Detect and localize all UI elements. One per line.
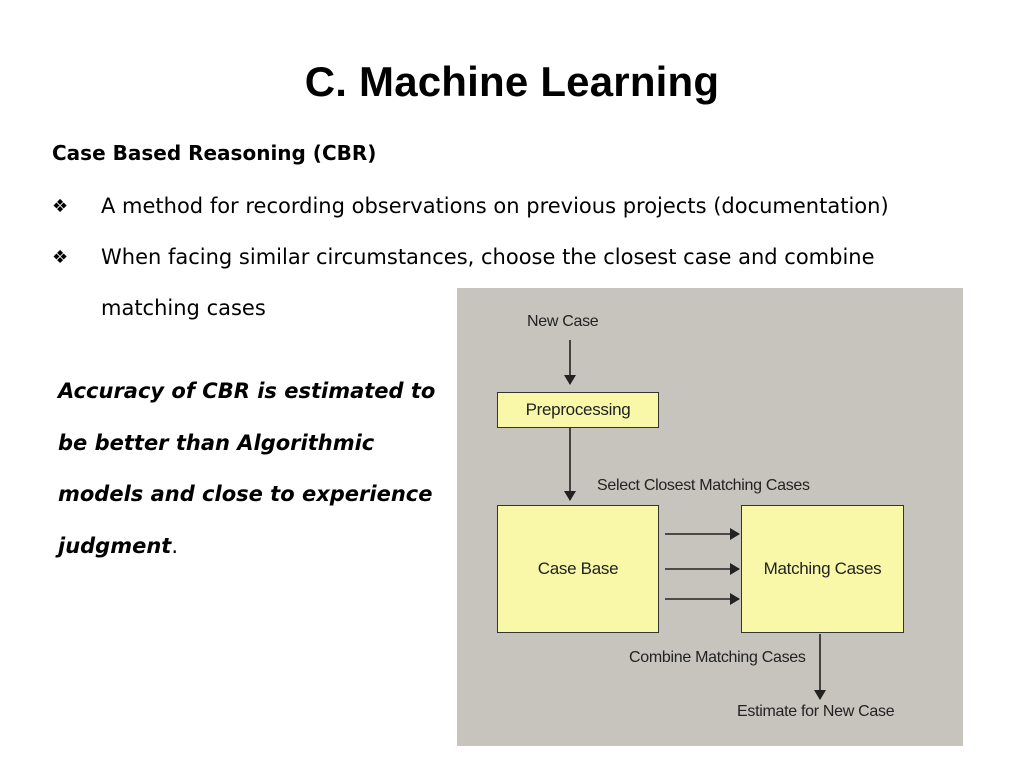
diamond-cluster-bullet-icon: ❖ — [52, 196, 69, 217]
accuracy-period: . — [171, 533, 179, 558]
diamond-cluster-bullet-icon: ❖ — [52, 247, 69, 268]
select-closest-label: Select Closest Matching Cases — [597, 477, 810, 494]
bullet-text: A method for recording observations on p… — [101, 194, 889, 218]
bullet-text-line: When facing similar circumstances, choos… — [101, 245, 875, 269]
preprocessing-box: Preprocessing — [497, 392, 659, 428]
bullet-text-continuation: matching cases — [101, 296, 266, 320]
accuracy-line: judgment — [58, 533, 172, 558]
cbr-process-diagram: New Case Preprocessing Select Closest Ma… — [457, 288, 963, 746]
bullet-text: When facing similar circumstances, choos… — [101, 232, 875, 334]
slide-title: C. Machine Learning — [304, 58, 720, 105]
accuracy-line: Accuracy of CBR is estimated to — [58, 379, 436, 403]
accuracy-line: be better than Algorithmic — [58, 430, 375, 455]
accuracy-line: models and close to experience — [58, 482, 433, 506]
new-case-label: New Case — [527, 313, 599, 330]
diagram-arrows — [564, 340, 826, 700]
estimate-label: Estimate for New Case — [737, 703, 895, 720]
combine-matching-label: Combine Matching Cases — [629, 649, 806, 666]
matching-cases-box: Matching Cases — [741, 505, 904, 633]
accuracy-note: Accuracy of CBR is estimated to be bette… — [58, 366, 438, 572]
section-subtitle: Case Based Reasoning (CBR) — [52, 141, 377, 165]
case-base-box: Case Base — [497, 505, 659, 633]
